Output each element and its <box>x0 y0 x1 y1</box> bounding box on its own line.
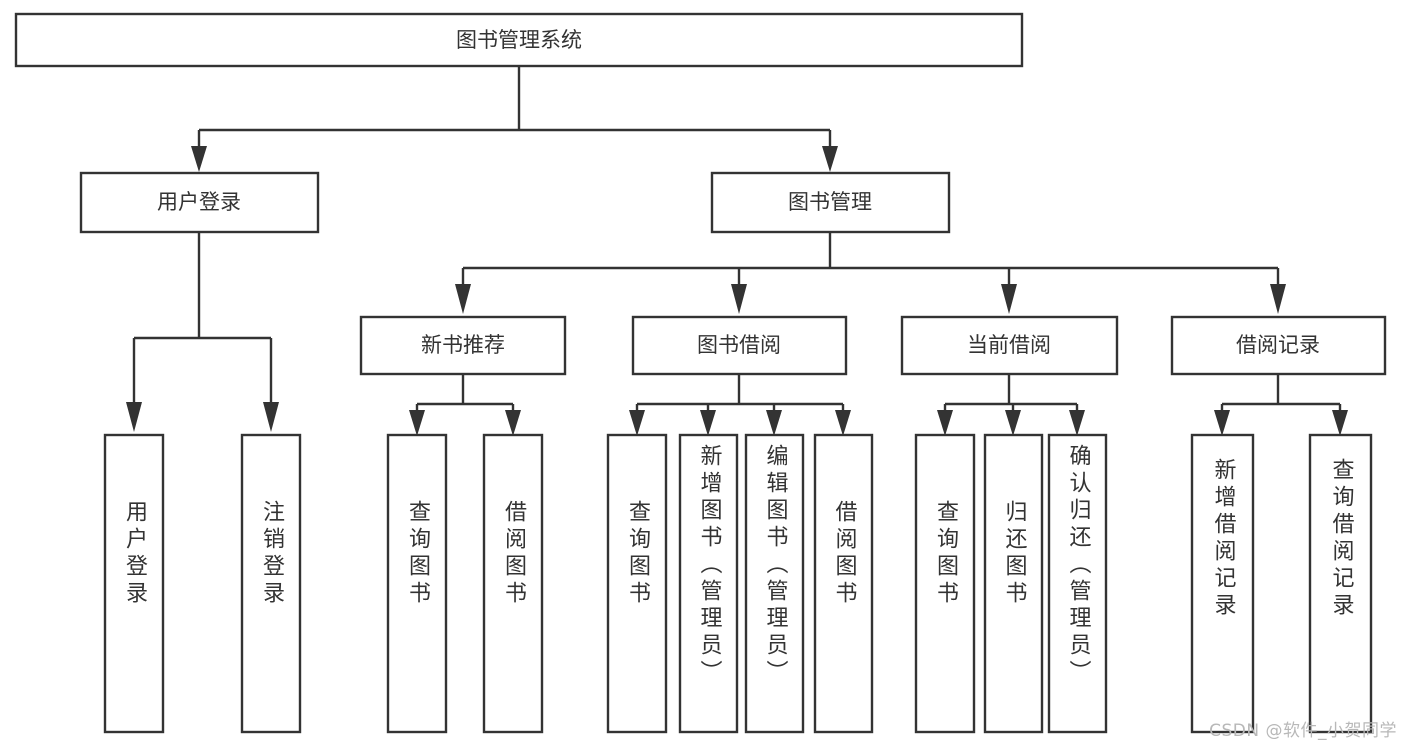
arrow-head-new-book-rec <box>455 284 471 314</box>
leaf-user-logout-box[interactable] <box>240 433 302 734</box>
arrow-head-current-borrow <box>1001 284 1017 314</box>
arrow-head-leaf-return-book <box>1005 410 1021 436</box>
leaf-borrow-book-1[interactable] <box>482 433 544 734</box>
leaf-borrow-book-2[interactable] <box>813 433 874 734</box>
leaf-add-record[interactable] <box>1190 433 1255 734</box>
arrow-head-leaf-add-record <box>1214 410 1230 436</box>
leaf-add-record-box[interactable] <box>1190 433 1255 734</box>
leaf-query-book-1-box[interactable] <box>386 433 448 734</box>
leaf-query-record[interactable] <box>1308 433 1373 734</box>
node-user-login-box[interactable] <box>79 171 320 234</box>
leaf-add-book[interactable] <box>678 433 739 734</box>
leaf-edit-book-box[interactable] <box>744 433 805 734</box>
connector-group-currentborrow <box>937 374 1085 436</box>
arrow-head-leaf-query-record <box>1332 410 1348 436</box>
arrow-head-leaf-borrow-book-1 <box>505 410 521 436</box>
node-user-login-label: 用户登录 <box>157 190 241 214</box>
leaf-return-book-box[interactable] <box>983 433 1044 734</box>
arrow-head-userlogin <box>191 146 207 172</box>
node-new-book-rec-label: 新书推荐 <box>421 333 505 357</box>
node-book-borrow-box[interactable] <box>631 315 848 376</box>
connector-group-userlogin <box>126 232 279 432</box>
leaf-add-book-box[interactable] <box>678 433 739 734</box>
node-new-book-rec-box[interactable] <box>359 315 567 376</box>
arrow-head-leaf-query-book-3 <box>937 410 953 436</box>
arrow-head-borrow-record <box>1270 284 1286 314</box>
leaf-borrow-book-1-box[interactable] <box>482 433 544 734</box>
leaf-user-login[interactable] <box>103 433 165 734</box>
arrow-head-bookmanage <box>822 146 838 172</box>
leaf-borrow-book-2-box[interactable] <box>813 433 874 734</box>
leaf-query-book-3[interactable] <box>914 433 976 734</box>
leaf-query-book-1[interactable] <box>386 433 448 734</box>
node-book-borrow[interactable]: 图书借阅 <box>631 315 848 376</box>
arrow-head-leaf-query-book-1 <box>409 410 425 436</box>
node-current-borrow[interactable]: 当前借阅 <box>900 315 1119 376</box>
connector-group-root <box>191 66 838 172</box>
leaf-user-logout[interactable] <box>240 433 302 734</box>
node-book-manage[interactable]: 图书管理 <box>710 171 951 234</box>
leaf-query-book-2-box[interactable] <box>606 433 668 734</box>
leaf-query-book-2[interactable] <box>606 433 668 734</box>
node-new-book-rec[interactable]: 新书推荐 <box>359 315 567 376</box>
leaf-return-book[interactable] <box>983 433 1044 734</box>
leaf-query-record-box[interactable] <box>1308 433 1373 734</box>
arrow-head-leaf-add-book <box>700 410 716 436</box>
node-borrow-record[interactable]: 借阅记录 <box>1170 315 1387 376</box>
connector-group-bookborrow <box>629 374 851 436</box>
node-current-borrow-label: 当前借阅 <box>967 333 1051 357</box>
arrow-head-leaf-confirm-return <box>1069 410 1085 436</box>
arrow-head-leaf-borrow-book-2 <box>835 410 851 436</box>
connector-group-borrowrecord <box>1214 374 1348 436</box>
leaf-user-login-box[interactable] <box>103 433 165 734</box>
csdn-watermark: CSDN @软件_小贺同学 <box>1209 721 1397 741</box>
node-book-manage-box[interactable] <box>710 171 951 234</box>
node-book-manage-label: 图书管理 <box>788 190 872 214</box>
node-root-label: 图书管理系统 <box>456 28 582 52</box>
connector-group-bookmanage <box>455 232 1286 314</box>
leaf-confirm-return-box[interactable] <box>1047 433 1108 734</box>
node-root[interactable]: 图书管理系统 <box>14 12 1024 68</box>
arrow-head-leaf-query-book-2 <box>629 410 645 436</box>
node-root-box[interactable] <box>14 12 1024 68</box>
leaf-query-book-3-box[interactable] <box>914 433 976 734</box>
arrow-head-leaf-user-logout <box>263 402 279 432</box>
node-user-login[interactable]: 用户登录 <box>79 171 320 234</box>
leaf-confirm-return[interactable] <box>1047 433 1108 734</box>
arrow-head-leaf-user-login <box>126 402 142 432</box>
arrow-head-book-borrow <box>731 284 747 314</box>
connector-group-newbookrec <box>409 374 521 436</box>
node-book-borrow-label: 图书借阅 <box>697 333 781 357</box>
leaf-edit-book[interactable] <box>744 433 805 734</box>
node-borrow-record-box[interactable] <box>1170 315 1387 376</box>
node-borrow-record-label: 借阅记录 <box>1236 333 1320 357</box>
arrow-head-leaf-edit-book <box>766 410 782 436</box>
node-current-borrow-box[interactable] <box>900 315 1119 376</box>
